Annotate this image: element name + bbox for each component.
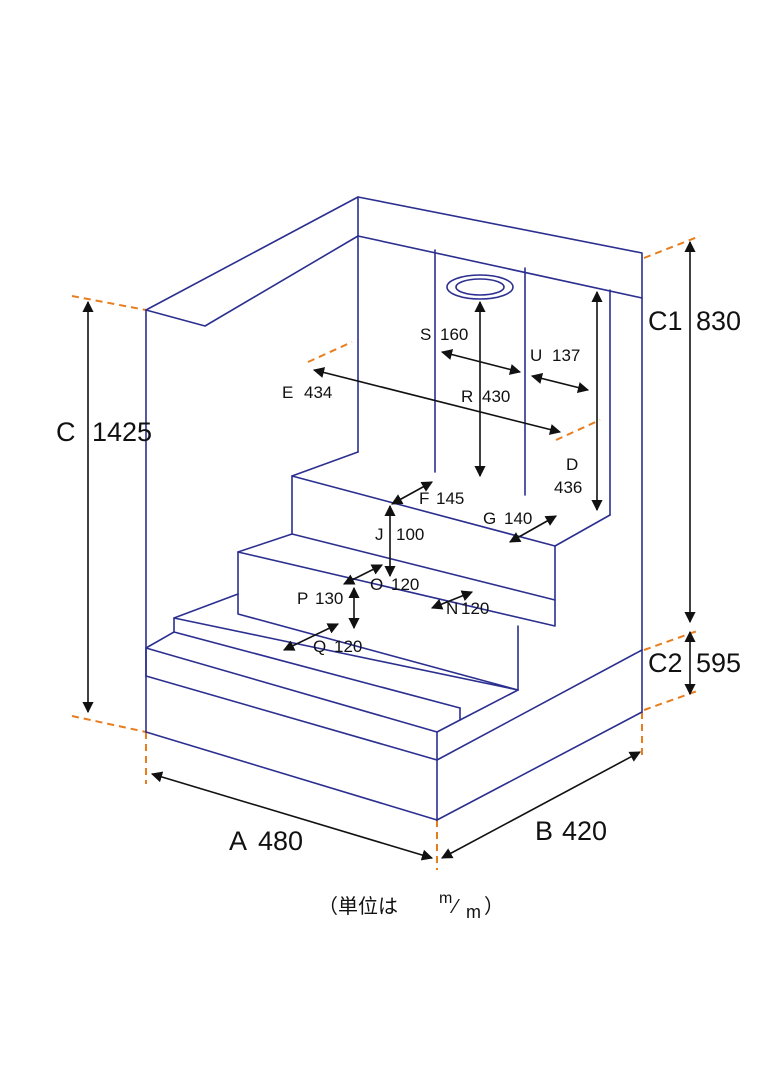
label-p-letter: P (297, 589, 308, 608)
label-a-letter: A (229, 826, 247, 856)
dim-arrow-n (430, 590, 474, 610)
label-c1-value: 830 (696, 306, 741, 336)
label-u-value: 137 (552, 346, 580, 365)
dim-arrow-f (391, 481, 433, 505)
unit-note: （単位は m ⁄ m ） (318, 890, 504, 922)
label-g-letter: G (483, 509, 496, 528)
label-s-value: 160 (440, 325, 468, 344)
label-f-value: 145 (436, 489, 464, 508)
tub-body-outline (145, 196, 643, 821)
label-s-letter: S (420, 325, 431, 344)
label-j-letter: J (375, 525, 384, 544)
dim-arrow-a (150, 771, 434, 861)
dimension-labels: C 1425 C1 830 C2 595 A 480 B 420 S 160 U… (56, 306, 741, 856)
label-g-value: 140 (504, 509, 532, 528)
label-r-value: 430 (482, 387, 510, 406)
label-e-value: 434 (304, 383, 332, 402)
unit-note-open: （単位は (318, 895, 398, 918)
unit-note-num: m (439, 890, 452, 907)
label-q-value: 120 (334, 637, 362, 656)
label-u-letter: U (530, 346, 542, 365)
label-c1-letter: C1 (648, 306, 683, 336)
label-c-letter: C (56, 417, 76, 447)
label-b-letter: B (535, 816, 553, 846)
guide-lines (71, 235, 701, 870)
label-e-letter: E (282, 383, 293, 402)
unit-note-slash: ⁄ (449, 896, 460, 918)
dim-arrow-u (530, 373, 590, 393)
label-a-value: 480 (258, 826, 303, 856)
label-n-letter: N (446, 599, 458, 618)
label-c-value: 1425 (92, 417, 152, 447)
label-c2-letter: C2 (648, 648, 683, 678)
dim-arrow-o (342, 564, 384, 585)
dim-arrow-q (282, 623, 340, 651)
dim-arrow-g (509, 515, 557, 543)
label-d-value: 436 (554, 478, 582, 497)
label-r-letter: R (461, 387, 473, 406)
dimension-arrows (82, 240, 696, 861)
dim-arrow-e (312, 367, 562, 435)
unit-note-close: ） (484, 895, 504, 918)
label-d-letter: D (566, 455, 578, 474)
label-c2-value: 595 (696, 648, 741, 678)
label-q-letter: Q (313, 637, 326, 656)
label-p-value: 130 (315, 589, 343, 608)
label-n-value: 120 (461, 599, 489, 618)
dim-arrow-b (441, 751, 641, 859)
label-f-letter: F (419, 489, 429, 508)
label-j-value: 100 (396, 525, 424, 544)
label-o-value: 120 (391, 575, 419, 594)
dim-arrow-s (440, 349, 522, 375)
label-o-letter: O (370, 575, 383, 594)
label-b-value: 420 (562, 816, 607, 846)
unit-note-den: m (466, 902, 481, 922)
